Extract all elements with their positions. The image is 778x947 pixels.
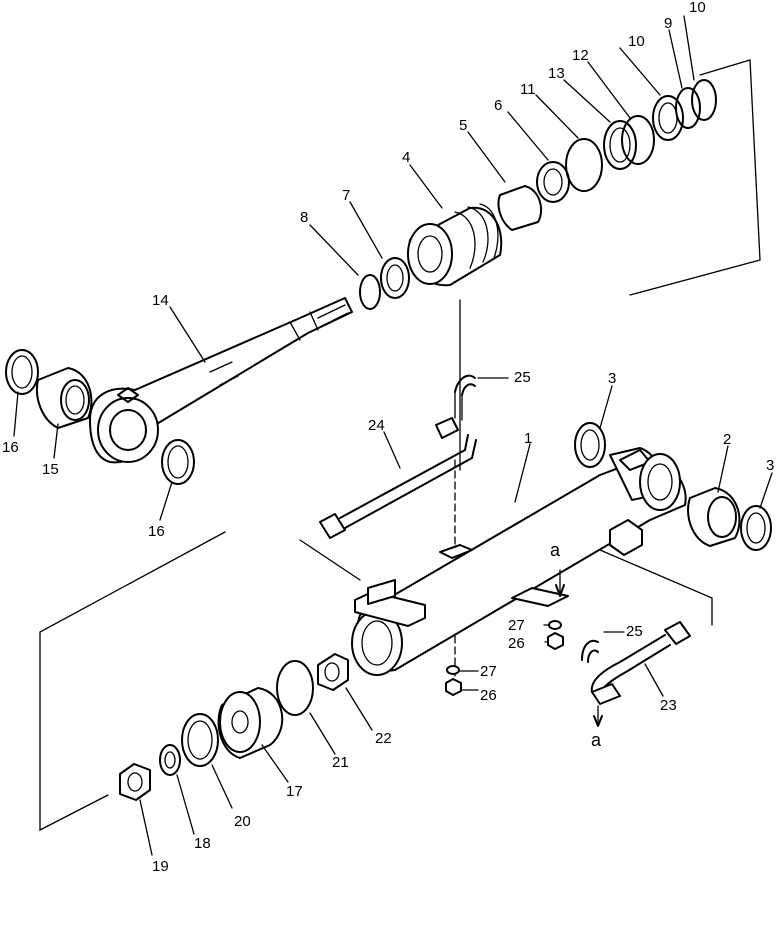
- dust-seal-16-bottom: [161, 439, 195, 485]
- ring-13: [603, 120, 637, 170]
- callout-labels: 10 9 10 12 13 11 6 5 4 7 8 14 16 15 16 2…: [2, 0, 774, 875]
- snap-ring-8: [359, 274, 381, 310]
- piston-rod: [89, 297, 353, 464]
- callout-26-upper: 26: [508, 635, 525, 652]
- nut-26-lower: [445, 678, 462, 696]
- seal-3-right: [740, 505, 772, 551]
- nut-26-upper: [547, 632, 564, 650]
- callout-3-top: 3: [608, 370, 616, 387]
- callout-5: 5: [459, 117, 467, 134]
- ring-10-b: [691, 79, 717, 121]
- callout-8: 8: [300, 209, 308, 226]
- ring-21: [276, 660, 314, 716]
- ring-12: [621, 115, 655, 165]
- mounting-brackets: [354, 519, 643, 627]
- bushing-15: [36, 367, 93, 429]
- hose-tube-23: [581, 621, 691, 705]
- ring-9: [675, 87, 701, 129]
- callout-10: 10: [628, 33, 645, 50]
- callout-20: 20: [234, 813, 251, 830]
- callout-21: 21: [332, 754, 349, 771]
- callout-1: 1: [524, 430, 532, 447]
- cylinder-head-4: [407, 203, 503, 287]
- callout-27-lower: 27: [480, 663, 497, 680]
- callout-17: 17: [286, 783, 303, 800]
- callout-12: 12: [572, 47, 589, 64]
- callout-11: 11: [520, 81, 536, 98]
- wear-ring-20: [181, 713, 219, 767]
- callout-a-upper: a: [550, 540, 561, 560]
- callout-14: 14: [152, 292, 169, 309]
- callout-25-upper: 25: [514, 369, 531, 386]
- bushing-5: [497, 185, 543, 231]
- seal-3-top: [574, 422, 606, 468]
- callout-15: 15: [42, 461, 59, 478]
- callout-26-lower: 26: [480, 687, 497, 704]
- leader-lines: [13, 15, 773, 856]
- callout-2: 2: [723, 431, 731, 448]
- callout-19: 19: [152, 858, 169, 875]
- callout-16-bottom: 16: [148, 523, 165, 540]
- washer-27-lower: [446, 665, 460, 675]
- callout-13: 13: [548, 65, 565, 82]
- callout-a-lower: a: [591, 730, 602, 750]
- arrow-markers: [555, 584, 603, 727]
- callout-3-right: 3: [766, 457, 774, 474]
- hose-tube-24: [319, 374, 477, 539]
- bearing-6: [536, 161, 570, 203]
- ring-7: [380, 257, 410, 299]
- callout-7: 7: [342, 187, 350, 204]
- callout-6: 6: [494, 97, 502, 114]
- piston-17: [217, 687, 284, 759]
- callout-4: 4: [402, 149, 410, 166]
- bushing-2: [687, 487, 741, 547]
- cylinder-tube-1: [351, 447, 687, 676]
- dust-seal-16-left: [5, 349, 39, 395]
- nut-22: [317, 653, 349, 691]
- callout-24: 24: [368, 417, 385, 434]
- callout-27-upper: 27: [508, 617, 525, 634]
- callout-25-lower: 25: [626, 623, 643, 640]
- callout-22: 22: [375, 730, 392, 747]
- nut-19: [119, 763, 151, 801]
- callout-16-left: 16: [2, 439, 19, 456]
- callout-10-top: 10: [689, 0, 706, 16]
- callout-18: 18: [194, 835, 211, 852]
- callout-23: 23: [660, 697, 677, 714]
- upper-frame-lines: [629, 59, 761, 296]
- washer-27-upper: [548, 620, 562, 630]
- washer-18: [159, 744, 181, 776]
- callout-9: 9: [664, 15, 672, 32]
- o-ring-11: [565, 138, 603, 192]
